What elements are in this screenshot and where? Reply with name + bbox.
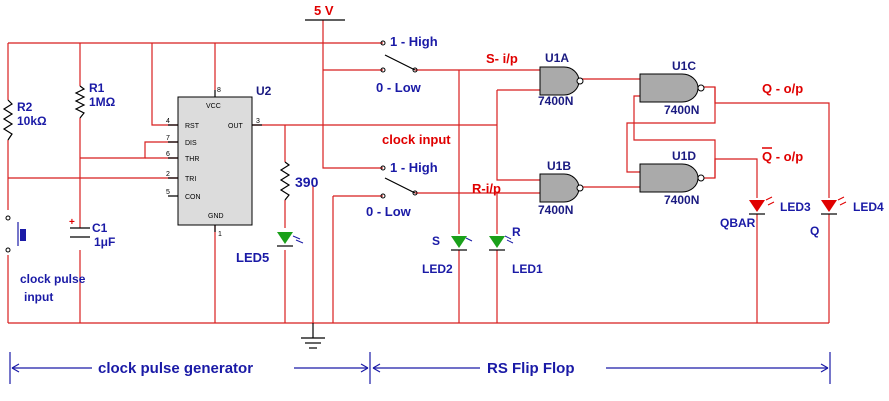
led3	[749, 196, 775, 215]
led5: LED5	[236, 232, 304, 265]
supply-label: 5 V	[314, 3, 334, 18]
clock-pushbutton[interactable]	[5, 215, 26, 253]
svg-text:4: 4	[166, 118, 170, 125]
clock-input-label: clock input	[382, 132, 451, 147]
led1-ref: LED1	[512, 262, 543, 276]
resistor-r1: R1 1MΩ	[74, 81, 116, 119]
capacitor-c1: + C1 1μF	[69, 217, 115, 249]
svg-text:2: 2	[166, 171, 170, 178]
supply-5v: 5 V	[305, 3, 345, 21]
clock-pulse-input-line1: clock pulse	[20, 272, 86, 286]
r390-value: 390	[295, 174, 319, 190]
led4-ref: LED4	[853, 200, 884, 214]
r2-ref: R2	[17, 100, 33, 114]
r-high-label: 1 - High	[390, 160, 438, 175]
section-dividers	[9, 352, 831, 384]
section-rs-flip-flop: RS Flip Flop	[487, 360, 575, 377]
led3-ref: LED3	[780, 200, 811, 214]
u1a-ref: U1A	[545, 51, 569, 65]
svg-text:3: 3	[256, 118, 260, 125]
u1c-part: 7400N	[664, 103, 699, 117]
u1d-part: 7400N	[664, 193, 699, 207]
r2-value: 10kΩ	[17, 114, 47, 128]
u1b-ref: U1B	[547, 159, 571, 173]
ground-symbol	[301, 323, 325, 349]
r1-ref: R1	[89, 81, 105, 95]
svg-text:+: +	[69, 217, 75, 228]
led2-tag: S	[432, 234, 440, 248]
s-low-label: 0 - Low	[376, 80, 422, 95]
led4-tag: Q	[810, 224, 819, 238]
u1b-part: 7400N	[538, 203, 573, 217]
nand-gate-u1a	[539, 66, 584, 96]
r-input-label: R-i/p	[472, 181, 501, 196]
svg-text:DIS: DIS	[185, 140, 197, 147]
led2	[451, 236, 473, 251]
led4	[821, 196, 847, 215]
svg-text:CON: CON	[185, 194, 201, 201]
svg-text:OUT: OUT	[228, 123, 244, 130]
s-input-label: S- i/p	[486, 51, 518, 66]
switch-r-input[interactable]	[380, 165, 418, 199]
s-high-label: 1 - High	[390, 34, 438, 49]
led2-ref: LED2	[422, 262, 453, 276]
resistor-r2: R2 10kΩ	[2, 99, 47, 141]
svg-text:5: 5	[166, 189, 170, 196]
clock-pulse-input-line2: input	[24, 290, 53, 304]
timer-u2: VCC RST DIS THR TRI CON OUT GND 8 4 7 6 …	[166, 84, 272, 238]
svg-text:7: 7	[166, 135, 170, 142]
q-output-label: Q - o/p	[762, 81, 803, 96]
section-clock-generator: clock pulse generator	[98, 360, 253, 377]
u1d-ref: U1D	[672, 149, 696, 163]
nand-gate-u1c	[639, 73, 705, 103]
resistor-390: 390	[279, 161, 319, 201]
r-low-label: 0 - Low	[366, 204, 412, 219]
c1-value: 1μF	[94, 235, 115, 249]
svg-text:1: 1	[218, 231, 222, 238]
u1a-part: 7400N	[538, 94, 573, 108]
qbar-output-label: Q - o/p	[762, 149, 803, 164]
u1c-ref: U1C	[672, 59, 696, 73]
led3-tag: QBAR	[720, 216, 756, 230]
svg-text:6: 6	[166, 151, 170, 158]
svg-text:8: 8	[217, 87, 221, 94]
svg-text:RST: RST	[185, 123, 200, 130]
led5-ref: LED5	[236, 250, 269, 265]
u2-ref: U2	[256, 84, 272, 98]
led1-tag: R	[512, 225, 521, 239]
r1-value: 1MΩ	[89, 95, 116, 109]
nand-gate-u1b	[539, 173, 584, 203]
switch-s-input[interactable]	[380, 40, 418, 73]
nand-gate-u1d	[639, 163, 705, 193]
svg-text:TRI: TRI	[185, 176, 196, 183]
wires	[7, 20, 830, 324]
svg-text:GND: GND	[208, 213, 224, 220]
svg-text:VCC: VCC	[206, 103, 221, 110]
led1	[489, 235, 514, 251]
svg-text:THR: THR	[185, 156, 199, 163]
c1-ref: C1	[92, 221, 108, 235]
